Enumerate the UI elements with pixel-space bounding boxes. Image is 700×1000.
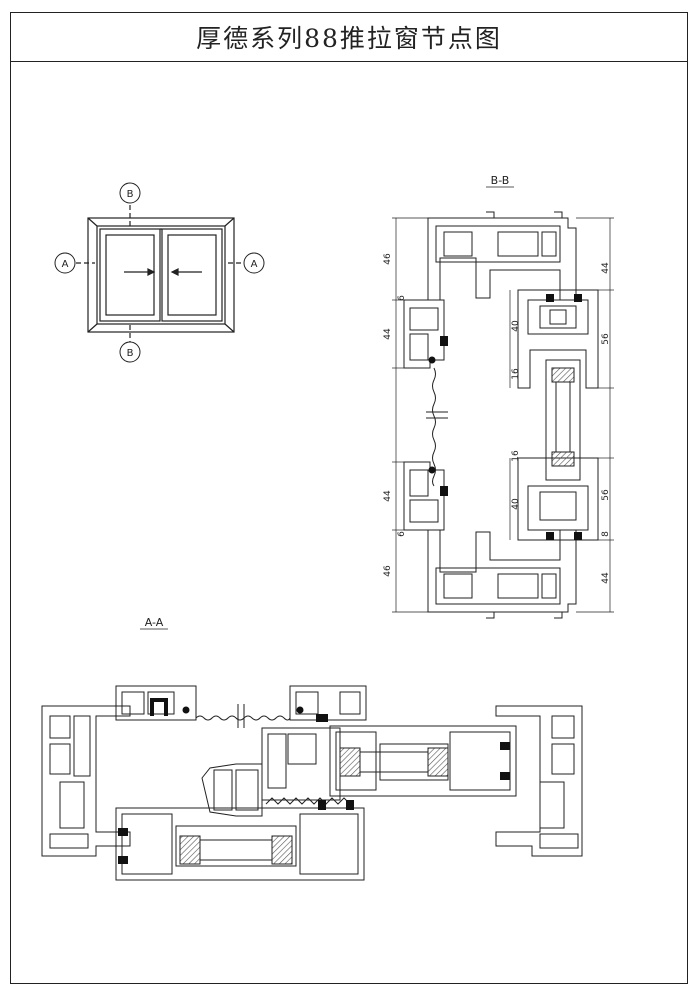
svg-text:56: 56 [601, 489, 611, 501]
section-marker-a-right: A [243, 252, 265, 274]
section-marker-a-left: A [54, 252, 76, 274]
section-bb-dimension-lines [392, 217, 614, 613]
svg-text:44: 44 [383, 328, 393, 340]
section-aa-label: A-A [145, 616, 164, 629]
svg-text:44: 44 [383, 490, 393, 502]
svg-text:44: 44 [601, 572, 611, 584]
svg-text:56: 56 [601, 333, 611, 345]
svg-text:46: 46 [383, 253, 393, 265]
svg-text:16: 16 [511, 450, 521, 462]
section-aa-profiles [41, 685, 583, 881]
svg-text:40: 40 [511, 320, 521, 332]
page-title: 厚德系列88推拉窗节点图 [196, 23, 502, 53]
window-elevation [76, 205, 246, 342]
svg-text:B: B [127, 189, 134, 200]
svg-text:A: A [62, 259, 69, 270]
section-aa-seals [118, 698, 510, 864]
section-bb-label: B-B [491, 174, 510, 187]
title-bar: 厚德系列88推拉窗节点图 [10, 12, 688, 62]
section-bb-profiles [403, 211, 599, 619]
section-bb-glazing [551, 367, 575, 467]
section-marker-b-top: B [119, 182, 141, 204]
svg-text:6: 6 [397, 295, 407, 301]
svg-text:8: 8 [601, 531, 611, 537]
svg-text:B: B [127, 348, 134, 359]
svg-text:6: 6 [397, 531, 407, 537]
svg-text:16: 16 [511, 368, 521, 380]
svg-text:A: A [251, 259, 258, 270]
section-aa-glazing [179, 747, 449, 865]
svg-text:40: 40 [511, 498, 521, 510]
section-marker-b-bottom: B [119, 341, 141, 363]
section-bb-seals [428, 294, 582, 540]
svg-text:46: 46 [383, 565, 393, 577]
drawing-frame [10, 12, 688, 984]
section-bb-dimension-text: 46 6 44 44 6 46 44 40 56 16 16 40 56 8 4… [383, 253, 611, 584]
svg-text:44: 44 [601, 262, 611, 274]
